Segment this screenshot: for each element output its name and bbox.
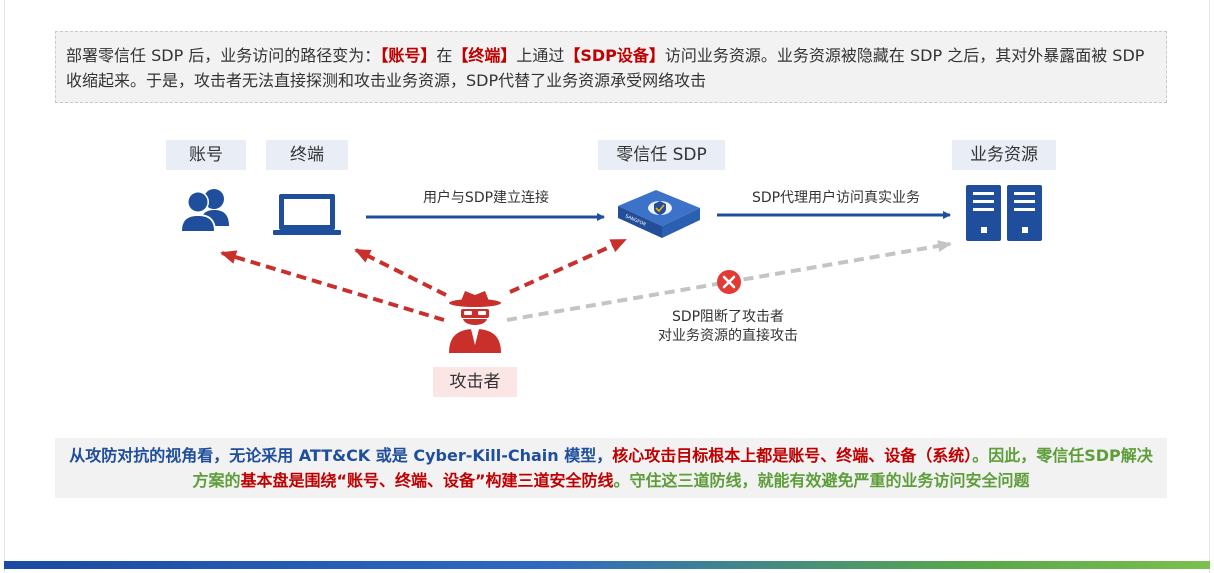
top-note-text-2: 在 xyxy=(436,46,453,65)
resource-label: 业务资源 xyxy=(952,140,1056,170)
bottom-note-text-2: 核心攻击目标根本上都是账号、终端、设备（系统） xyxy=(612,446,973,465)
blocked-attack-text-line2: 对业务资源的直接攻击 xyxy=(658,328,798,344)
attack-arrow-sdp xyxy=(509,238,627,294)
bottom-note: 从攻防对抗的视角看，无论采用 ATT&CK 或是 Cyber-Kill-Chai… xyxy=(55,438,1167,498)
attack-arrow-terminal xyxy=(354,248,447,297)
bottom-note-text-1: 从攻防对抗的视角看，无论采用 ATT&CK 或是 Cyber-Kill-Chai… xyxy=(69,446,613,465)
users-icon xyxy=(177,186,235,240)
top-note-highlight-terminal: 【终端】 xyxy=(452,46,517,65)
top-note-text-4: 访问业务资源。业务资源被隐藏在 SDP 之后，其对外暴露面被 SDP 收缩起来。… xyxy=(66,46,1145,90)
top-note-text-1: 部署零信任 SDP 后，业务访问的路径变为： xyxy=(66,46,381,65)
account-label: 账号 xyxy=(166,140,246,170)
top-note-text-3: 上通过 xyxy=(516,46,565,65)
blocked-attack-text-line1: SDP阻断了攻击者 xyxy=(671,309,785,325)
attacker-label: 攻击者 xyxy=(433,367,517,397)
top-note-highlight-account: 【账号】 xyxy=(380,46,437,65)
flow-text-sdp-to-resource: SDP代理用户访问真实业务 xyxy=(751,190,921,206)
attack-arrow-account xyxy=(220,250,445,322)
bottom-note-text-5: 。守住这三道防线，就能有效避免严重的业务访问安全问题 xyxy=(613,471,1030,490)
server-icon xyxy=(966,185,1044,247)
blocked-attack-text: SDP阻断了攻击者 对业务资源的直接攻击 xyxy=(620,308,836,346)
bottom-accent-bar xyxy=(4,561,1210,569)
laptop-icon xyxy=(273,192,341,242)
terminal-label: 终端 xyxy=(266,140,348,170)
hacker-icon xyxy=(447,289,503,357)
flow-text-user-to-sdp: 用户与SDP建立连接 xyxy=(422,190,550,206)
sdp-label: 零信任 SDP xyxy=(598,140,725,170)
bottom-note-text-4: 基本盘是围绕“账号、终端、设备”构建三道安全防线 xyxy=(240,471,614,490)
sdp-appliance-icon: SANGFOR xyxy=(612,186,704,246)
top-note: 部署零信任 SDP 后，业务访问的路径变为：【账号】在【终端】上通过【SDP设备… xyxy=(55,31,1167,103)
blocked-x-icon xyxy=(716,269,742,299)
slide-frame xyxy=(4,0,1210,573)
top-note-highlight-device: 【SDP设备】 xyxy=(564,46,665,65)
bottom-note-text-3: 。因此，零信任SDP解决方案的 xyxy=(192,446,1153,490)
